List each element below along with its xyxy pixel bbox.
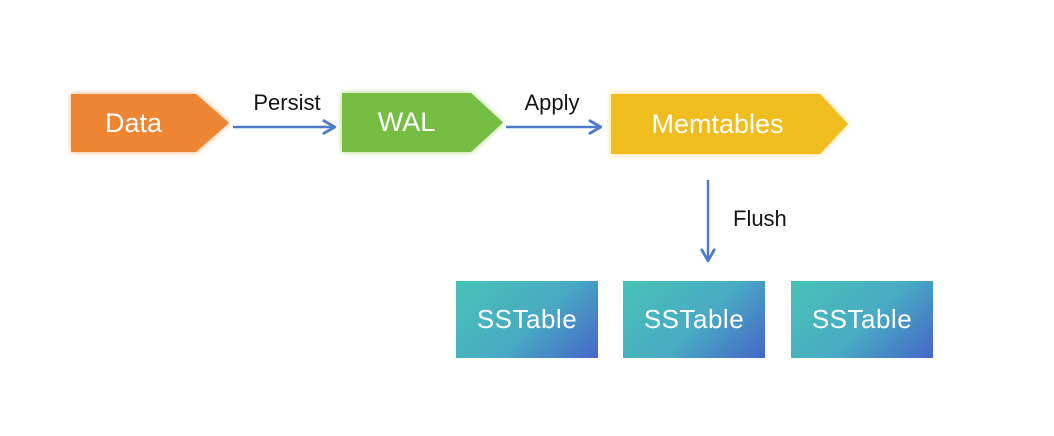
node-sstable-3-label: SSTable: [811, 304, 913, 334]
node-wal: WAL: [342, 93, 503, 152]
node-sstable-3: SSTable: [791, 281, 933, 358]
node-memtables: Memtables: [611, 94, 848, 154]
node-data: Data: [71, 94, 229, 152]
edge-label-apply: Apply: [524, 90, 580, 115]
node-wal-label: WAL: [377, 107, 436, 137]
node-sstable-2: SSTable: [623, 281, 765, 358]
node-sstable-1-label: SSTable: [476, 304, 578, 334]
edge-label-flush: Flush: [733, 206, 787, 231]
node-sstable-1: SSTable: [456, 281, 598, 358]
edge-label-persist: Persist: [253, 90, 321, 115]
node-memtables-label: Memtables: [651, 108, 784, 139]
node-data-label: Data: [104, 107, 163, 138]
node-sstable-2-label: SSTable: [643, 304, 745, 334]
